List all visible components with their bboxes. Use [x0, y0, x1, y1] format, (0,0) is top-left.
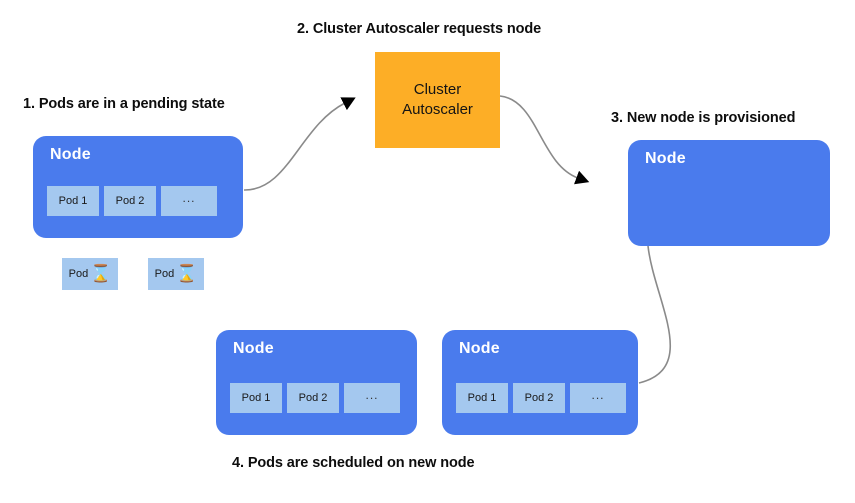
- connector-autoscaler-to-node3: [499, 95, 590, 185]
- hourglass-icon: ⌛: [176, 263, 198, 283]
- autoscaler-line-2: Autoscaler: [402, 101, 473, 118]
- pod-box: Pod 2: [513, 383, 565, 413]
- connector-node3-to-new-node: [638, 245, 672, 384]
- pod-box-overflow: ...: [344, 383, 400, 413]
- node-provisioned: Node: [628, 140, 830, 246]
- pending-pod: Pod ⌛: [148, 258, 204, 290]
- node-label: Node: [233, 340, 274, 357]
- connector-node1-to-autoscaler: [243, 97, 356, 191]
- step-4-heading: 4. Pods are scheduled on new node: [232, 455, 475, 471]
- step-1-heading: 1. Pods are in a pending state: [23, 96, 225, 112]
- cluster-autoscaler-box: Cluster Autoscaler: [375, 52, 500, 148]
- node-existing-bottom: Node Pod 1 Pod 2 ...: [216, 330, 417, 435]
- autoscaler-line-1: Cluster: [413, 81, 462, 98]
- pod-box: Pod 1: [47, 186, 99, 216]
- pod-box: Pod 2: [287, 383, 339, 413]
- pod-box-overflow: ...: [161, 186, 217, 216]
- pod-row: Pod 1 Pod 2 ...: [230, 383, 400, 413]
- node-new-bottom: Node Pod 1 Pod 2 ...: [442, 330, 638, 435]
- node-label: Node: [459, 340, 500, 357]
- pod-box-overflow: ...: [570, 383, 626, 413]
- hourglass-icon: ⌛: [90, 263, 112, 283]
- node-label: Node: [50, 146, 91, 163]
- pod-row: Pod 1 Pod 2 ...: [456, 383, 626, 413]
- step-3-heading: 3. New node is provisioned: [611, 110, 796, 126]
- pod-box: Pod 2: [104, 186, 156, 216]
- pod-box: Pod 1: [456, 383, 508, 413]
- pod-box: Pod 1: [230, 383, 282, 413]
- node-label: Node: [645, 150, 686, 167]
- pod-row: Pod 1 Pod 2 ...: [47, 186, 217, 216]
- pending-pod-label: Pod: [68, 268, 89, 280]
- node-pending: Node Pod 1 Pod 2 ...: [33, 136, 243, 238]
- pending-pod: Pod ⌛: [62, 258, 118, 290]
- pending-pod-label: Pod: [154, 268, 175, 280]
- step-2-heading: 2. Cluster Autoscaler requests node: [297, 21, 542, 37]
